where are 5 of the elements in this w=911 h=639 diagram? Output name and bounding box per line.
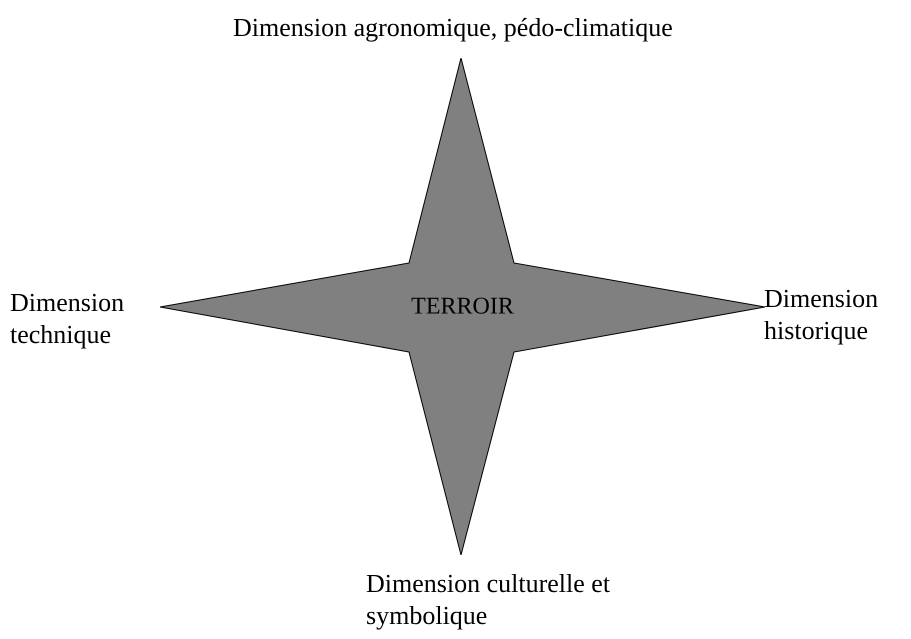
center-label: TERROIR (411, 293, 514, 320)
dimension-label: Dimension technique (10, 287, 126, 351)
dimension-label: Dimension culturelle et symbolique (366, 568, 612, 632)
dimension-label: Dimension agronomique, pédo-climatique (233, 12, 674, 44)
dimension-label: Dimension historique (764, 283, 880, 347)
